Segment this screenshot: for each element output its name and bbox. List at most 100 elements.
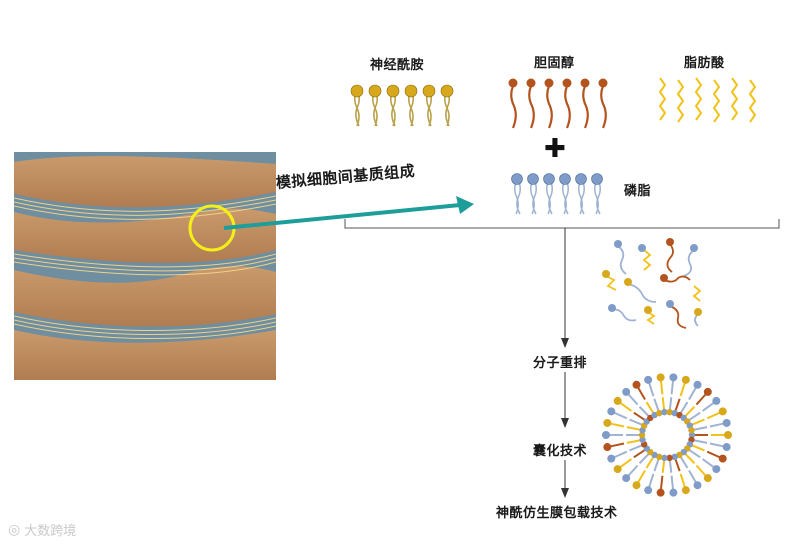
- watermark-text: 大数跨境: [24, 524, 77, 539]
- phospholipid-label: 磷脂: [624, 184, 652, 199]
- liposome-outer-head: [718, 454, 727, 463]
- liposome-inner-head: [666, 454, 673, 462]
- liposome-outer-head: [607, 454, 616, 463]
- liposome-outer-head: [669, 488, 678, 497]
- phospholipid-molecules: [510, 172, 610, 218]
- liposome-inner-tail: [629, 418, 642, 426]
- liposome-outer-tail: [648, 382, 655, 397]
- liposome-outer-head: [703, 474, 712, 483]
- ceramide-molecules: [348, 84, 464, 130]
- liposome-inner-head: [666, 408, 673, 416]
- watermark: ◎ 大数跨境: [8, 520, 77, 540]
- step-label-rearrange: 分子重排: [533, 356, 588, 371]
- fatty-acid-label: 脂肪酸: [684, 56, 725, 71]
- liposome-inner-tail: [661, 397, 666, 410]
- liposome-outer-head: [644, 486, 653, 495]
- liposome-inner-head: [638, 431, 646, 439]
- liposome-outer-tail: [637, 386, 646, 400]
- liposome-inner-tail: [653, 459, 660, 472]
- liposome-outer-tail: [610, 442, 625, 448]
- liposome-inner-tail: [668, 460, 673, 473]
- liposome-outer-head: [703, 387, 712, 396]
- liposome-outer-head: [656, 373, 665, 382]
- liposome-inner-tail: [674, 398, 681, 411]
- liposome-inner-tail: [685, 406, 696, 417]
- liposome-outer-head: [613, 396, 622, 405]
- liposome-outer-head: [632, 380, 641, 389]
- liposome-outer-tail: [679, 382, 686, 397]
- liposome-outer-tail: [695, 393, 707, 406]
- plus-icon: ✚: [544, 134, 566, 164]
- liposome-outer-head: [656, 488, 665, 497]
- cholesterol-molecules: [506, 76, 618, 130]
- liposome-inner-tail: [645, 456, 654, 469]
- step-label-biomimetic: 神酰仿生膜包载技术: [496, 506, 618, 521]
- liposome-outer-tail: [627, 393, 639, 406]
- liposome-outer-tail: [709, 442, 724, 448]
- liposome-outer-tail: [613, 450, 628, 459]
- flow-arrow-2: [560, 372, 570, 428]
- flow-arrow-1: [560, 228, 570, 348]
- liposome-inner-tail: [694, 439, 708, 444]
- liposome-outer-tail: [610, 422, 625, 428]
- liposome-inner-tail: [692, 444, 705, 452]
- liposome-inner-tail: [668, 397, 673, 410]
- liposome-inner-tail: [689, 449, 701, 459]
- liposome-inner-tail: [645, 401, 654, 414]
- liposome-inner-head: [656, 409, 663, 417]
- liposome-outer-head: [693, 380, 702, 389]
- liposome-outer-tail: [706, 411, 721, 420]
- liposome-outer-head: [603, 418, 612, 427]
- liposome-outer-tail: [679, 473, 686, 488]
- liposome-inner-tail: [689, 411, 701, 421]
- liposome-outer-head: [644, 375, 653, 384]
- liposome-outer-tail: [702, 458, 715, 469]
- liposome-outer-tail: [688, 386, 697, 400]
- liposome-outer-head: [724, 431, 732, 439]
- skin-cross-section-illustration: [14, 152, 276, 380]
- watermark-logo-icon: ◎: [8, 521, 21, 538]
- liposome-outer-tail: [659, 380, 664, 395]
- liposome-outer-tail: [709, 422, 724, 428]
- liposome-outer-tail: [670, 380, 675, 395]
- liposome-inner-tail: [629, 444, 642, 452]
- ceramide-label: 神经酰胺: [370, 58, 425, 73]
- teal-arrow: [220, 190, 480, 240]
- liposome-outer-head: [669, 373, 678, 382]
- liposome-outer-tail: [670, 475, 675, 490]
- liposome-outer-tail: [619, 458, 632, 469]
- liposome-outer-tail: [627, 464, 639, 477]
- liposome-inner-head: [688, 427, 695, 434]
- liposome-outer-tail: [706, 450, 721, 459]
- liposome-outer-head: [718, 407, 727, 416]
- liposome-outer-tail: [695, 464, 707, 477]
- liposome-inner-tail: [680, 401, 689, 414]
- liposome-outer-tail: [619, 401, 632, 412]
- liposome-outer-head: [681, 486, 690, 495]
- liposome-outer-head: [622, 387, 631, 396]
- step-label-encapsulation: 囊化技术: [533, 444, 588, 459]
- liposome-inner-head: [671, 453, 678, 461]
- liposome-inner-tail: [653, 398, 660, 411]
- liposome-inner-tail: [685, 453, 696, 464]
- liposome-inner-tail: [674, 459, 681, 472]
- liposome-inner-head: [661, 408, 668, 416]
- liposome-outer-tail: [613, 411, 628, 420]
- liposome-outer-head: [602, 431, 610, 439]
- liposome-inner-tail: [633, 449, 645, 459]
- liposome-vesicle: [598, 370, 736, 500]
- liposome-inner-tail: [692, 418, 705, 426]
- liposome-outer-tail: [702, 401, 715, 412]
- bracket-line: [344, 218, 780, 232]
- liposome-inner-tail: [661, 460, 666, 473]
- liposome-inner-head: [661, 454, 668, 462]
- liposome-inner-tail: [626, 426, 640, 431]
- liposome-inner-tail: [626, 439, 640, 444]
- liposome-inner-tail: [638, 406, 649, 417]
- liposome-outer-head: [622, 474, 631, 483]
- liposome-outer-head: [603, 443, 612, 452]
- liposome-outer-head: [681, 375, 690, 384]
- liposome-outer-head: [722, 418, 731, 427]
- liposome-inner-tail: [694, 426, 708, 431]
- liposome-outer-tail: [637, 470, 646, 484]
